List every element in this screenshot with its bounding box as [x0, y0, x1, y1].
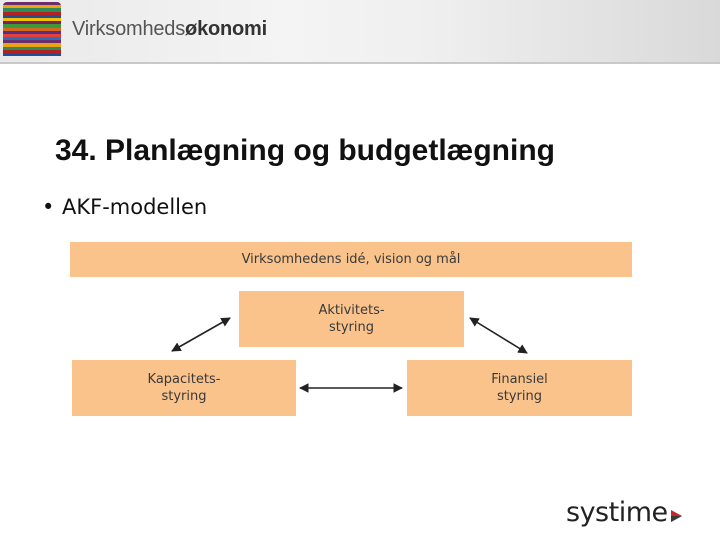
- finance-box: Finansiel styring: [407, 360, 632, 416]
- brand-stripe: [3, 30, 61, 34]
- brand-stripe: [3, 27, 61, 31]
- header-bar: Virksomhedsøkonomi: [0, 0, 720, 64]
- vision-box: Virksomhedens idé, vision og mål: [70, 242, 632, 277]
- arrow-activity-capacity: [171, 317, 231, 352]
- brand-stripe: [3, 17, 61, 22]
- systime-logo-arrow-icon: [671, 510, 682, 522]
- brand-stripe: [3, 37, 61, 41]
- bullet-dot: •: [42, 195, 55, 219]
- brand-stripe: [3, 14, 61, 18]
- brand-stripe: [3, 33, 61, 38]
- brand-stripe: [3, 43, 61, 47]
- bullet-text: AKF-modellen: [62, 195, 208, 219]
- brand-stripe: [3, 53, 61, 57]
- brand-stripe: [3, 2, 61, 6]
- brand-stripe: [3, 11, 61, 15]
- brand-stripe: [3, 46, 61, 50]
- arrow-activity-finance: [469, 317, 528, 354]
- activity-box: Aktivitets- styring: [239, 291, 464, 347]
- systime-logo: systime: [566, 497, 668, 528]
- slide-title: 34. Planlægning og budgetlægning: [55, 134, 555, 167]
- brand-stripe: [3, 49, 61, 53]
- brand-stripe: [3, 24, 61, 28]
- bullet-item: • AKF-modellen: [42, 195, 207, 219]
- brand-stripes-logo: [3, 2, 61, 60]
- brand-stripe: [3, 8, 61, 12]
- brand-title: Virksomhedsøkonomi: [72, 18, 267, 40]
- capacity-box: Kapacitets- styring: [72, 360, 296, 416]
- brand-stripe: [3, 40, 61, 44]
- brand-stripe: [3, 5, 61, 9]
- brand-stripe: [3, 21, 61, 25]
